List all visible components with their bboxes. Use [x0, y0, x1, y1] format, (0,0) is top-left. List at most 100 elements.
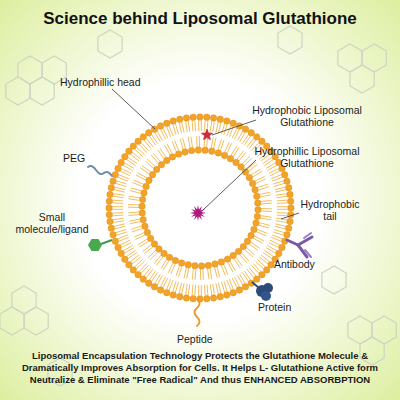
lipid-tail — [129, 196, 140, 198]
lipid-head — [188, 147, 194, 153]
lipid-tail — [112, 200, 123, 202]
antibody-arm — [304, 233, 311, 238]
lipid-tail — [143, 245, 152, 252]
lipid-head — [169, 154, 175, 160]
lipid-head — [146, 280, 152, 286]
lipid-tail — [224, 124, 227, 135]
lipid-head — [149, 171, 155, 177]
lipid-tail — [192, 269, 194, 280]
lipid-head — [140, 134, 146, 140]
hexagon-pattern — [18, 56, 42, 84]
lipid-tail — [204, 285, 206, 296]
lipid-head — [204, 296, 210, 302]
lipid-head — [198, 263, 204, 269]
lipid-head — [170, 118, 176, 124]
lipid-head — [135, 272, 141, 278]
lipid-tail — [128, 207, 139, 208]
lipid-tail — [194, 120, 196, 131]
lipid-head — [164, 157, 170, 163]
lipid-tail — [176, 265, 179, 275]
lipid-tail — [218, 283, 220, 294]
lipid-head — [106, 212, 112, 218]
antibody-symbol — [287, 233, 312, 257]
lipid-tail — [259, 192, 270, 194]
lipid-tail — [275, 187, 286, 189]
lipid-tail — [272, 177, 282, 181]
lipid-head — [286, 185, 292, 191]
lipid-head — [126, 148, 132, 154]
small-molecule-hexagon — [88, 239, 102, 251]
lipid-tail — [134, 180, 144, 184]
lipid-tail — [213, 284, 215, 295]
lipid-tail — [276, 194, 287, 196]
peg-chain — [88, 166, 112, 176]
lipid-tail — [234, 259, 240, 268]
lipid-tail — [113, 221, 124, 223]
lipid-tail — [116, 181, 127, 184]
lipid-tail — [168, 263, 173, 273]
lipid-head — [282, 172, 288, 178]
hexagon-pattern — [12, 286, 36, 314]
lipid-head — [122, 154, 128, 160]
part-label: Hydrophobic Liposomal Glutathione — [250, 104, 364, 128]
lipid-tail — [203, 269, 204, 280]
lipid-tail — [256, 232, 266, 236]
lipid-head — [221, 152, 227, 158]
lipid-head — [253, 220, 259, 226]
lipid-tail — [253, 238, 263, 243]
lipid-head — [210, 295, 216, 301]
lipid-tail — [271, 237, 281, 241]
lipid-head — [215, 150, 221, 156]
lipid-tail — [210, 268, 212, 279]
lipid-head — [142, 223, 148, 229]
lipid-head — [139, 203, 145, 209]
diagram-title: Science behind Liposomal Glutathione — [0, 9, 400, 29]
lipid-tail — [242, 135, 248, 144]
lipid-tail — [227, 280, 231, 290]
lipid-tail — [214, 138, 216, 149]
lipid-head — [246, 174, 252, 180]
lipid-head — [183, 295, 189, 301]
part-label: Hydrophillic Liposomal Glutathione — [250, 145, 364, 169]
lipid-head — [130, 267, 136, 273]
lipid-tail — [150, 252, 158, 260]
lipid-tail — [216, 283, 218, 294]
lipid-tail — [112, 212, 123, 214]
lipid-tail — [261, 216, 272, 218]
lipid-tail — [145, 161, 153, 168]
lipid-tail — [201, 285, 202, 296]
lipid-head — [110, 232, 116, 238]
lipid-tail — [267, 245, 277, 251]
part-label: Antibody — [274, 258, 334, 270]
lipid-tail — [261, 200, 272, 202]
lipid-tail — [192, 120, 194, 131]
lipid-tail — [199, 136, 200, 147]
lipid-tail — [144, 247, 153, 254]
lipid-tail — [220, 140, 223, 150]
protein-symbol — [252, 282, 273, 301]
lipid-tail — [130, 191, 141, 194]
lipid-head — [217, 294, 223, 300]
lipid-tail — [187, 268, 189, 279]
lipid-tail — [245, 250, 253, 257]
hexagon-pattern — [322, 266, 346, 294]
lipid-head — [224, 256, 230, 262]
lipid-tail — [173, 281, 176, 292]
lipid-tail — [163, 128, 168, 138]
lipid-tail — [260, 218, 271, 220]
lipid-tail — [128, 204, 139, 205]
lipid-tail — [113, 196, 124, 198]
lipid-head — [230, 290, 236, 296]
lipid-tail — [198, 285, 199, 296]
lipid-tail — [266, 163, 276, 169]
lipid-tail — [142, 166, 151, 172]
lipid-tail — [137, 173, 147, 178]
lipid-tail — [160, 148, 166, 157]
lipid-head — [158, 161, 164, 167]
lipid-tail — [136, 261, 144, 268]
lipid-tail — [182, 283, 184, 294]
lipid-tail — [120, 240, 130, 245]
lipid-tail — [210, 284, 212, 295]
lipid-tail — [249, 244, 258, 250]
lipid-head — [147, 235, 153, 241]
